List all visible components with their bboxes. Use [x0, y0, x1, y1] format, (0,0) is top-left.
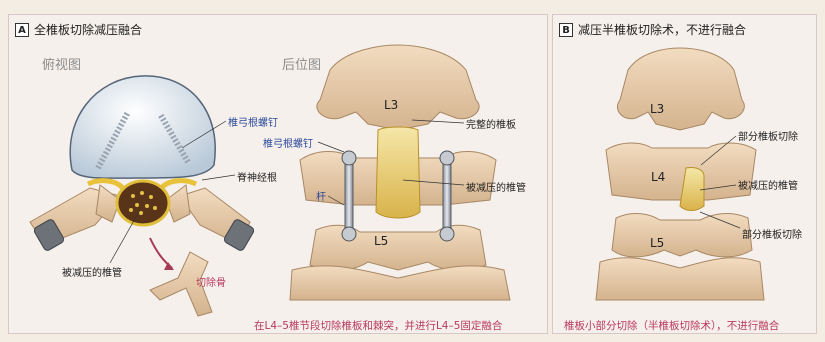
axial-vertebra [30, 76, 255, 270]
caption-a: 在L4–5椎节段切除椎板和棘突，并进行L4–5固定融合 [254, 318, 502, 333]
label-partial-laminectomy-bottom: 部分椎板切除 [742, 226, 802, 241]
label-decompressed-canal-axial: 被减压的椎管 [62, 264, 122, 279]
axial-view-title: 俯视图 [42, 54, 81, 73]
label-partial-laminectomy-top: 部分椎板切除 [738, 128, 798, 143]
label-l5-a: L5 [374, 234, 388, 248]
label-l3-a: L3 [384, 98, 398, 112]
label-rod: 杆 [316, 188, 326, 203]
caption-b: 椎板小部分切除（半椎板切除术），不进行融合 [564, 318, 779, 333]
label-nerve-root: 脊神经根 [237, 169, 277, 184]
label-l5-b: L5 [650, 236, 664, 250]
label-pedicle-screw-post: 椎弓根螺钉 [263, 135, 313, 150]
posterior-spine-a [290, 45, 510, 300]
decompressed-canal-a [376, 127, 420, 218]
label-l3-b: L3 [650, 102, 664, 116]
label-decompressed-canal-post: 被减压的椎管 [466, 179, 526, 194]
label-l4-b: L4 [651, 170, 665, 184]
label-decompressed-canal-b: 被减压的椎管 [738, 177, 798, 192]
posterior-view-title: 后位图 [282, 54, 321, 73]
label-pedicle-screw-axial: 椎弓根螺钉 [228, 114, 278, 129]
label-intact-lamina: 完整的椎板 [466, 116, 516, 131]
posterior-spine-b [596, 48, 764, 300]
label-resected-bone: 切除骨 [196, 274, 226, 289]
